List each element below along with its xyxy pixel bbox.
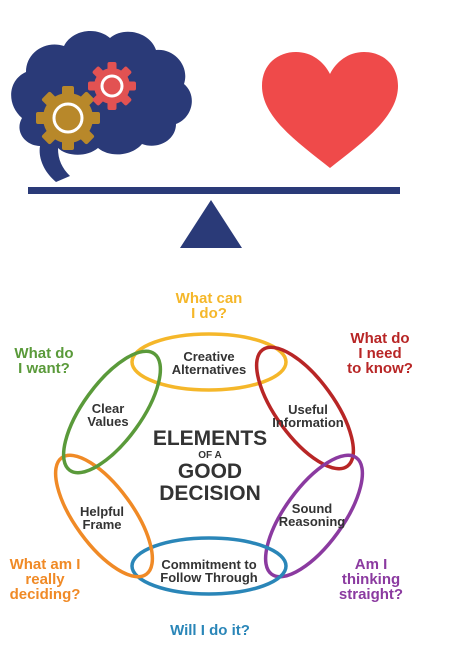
question-thinking: Am I thinking straight? xyxy=(338,556,404,603)
center-of-a: OF A xyxy=(198,450,222,461)
triangle-icon xyxy=(180,200,242,248)
center-title: ELEMENTS OF A GOOD DECISION xyxy=(145,428,275,505)
center-good: GOOD xyxy=(177,460,243,483)
ring-helpful xyxy=(53,453,155,579)
question-deciding: What am I really deciding? xyxy=(9,556,81,603)
question-will: Will I do it? xyxy=(170,622,250,639)
question-what-can: What can I do? xyxy=(175,290,243,322)
gear-icon xyxy=(36,86,100,150)
center-decision: DECISION xyxy=(159,482,261,505)
balance-beam xyxy=(28,187,400,194)
element-creative: Creative Alternatives xyxy=(171,349,247,377)
ring-sound xyxy=(263,453,365,579)
ring-clear xyxy=(61,349,163,475)
brain-icon xyxy=(11,31,192,182)
ring-commitment xyxy=(130,536,288,596)
element-useful: Useful Information xyxy=(272,402,344,430)
ring-creative xyxy=(130,332,288,392)
heart-icon xyxy=(262,52,398,168)
element-helpful: Helpful Frame xyxy=(79,504,125,532)
question-want: What do I want? xyxy=(14,345,74,377)
question-what-need: What do I need to know? xyxy=(347,330,413,377)
center-elements: ELEMENTS xyxy=(152,427,268,450)
element-clear: Clear Values xyxy=(87,401,129,429)
element-commitment: Commitment to Follow Through xyxy=(160,557,258,585)
element-sound: Sound Reasoning xyxy=(278,501,346,529)
gear-icon xyxy=(88,62,136,110)
ring-useful xyxy=(254,345,356,471)
